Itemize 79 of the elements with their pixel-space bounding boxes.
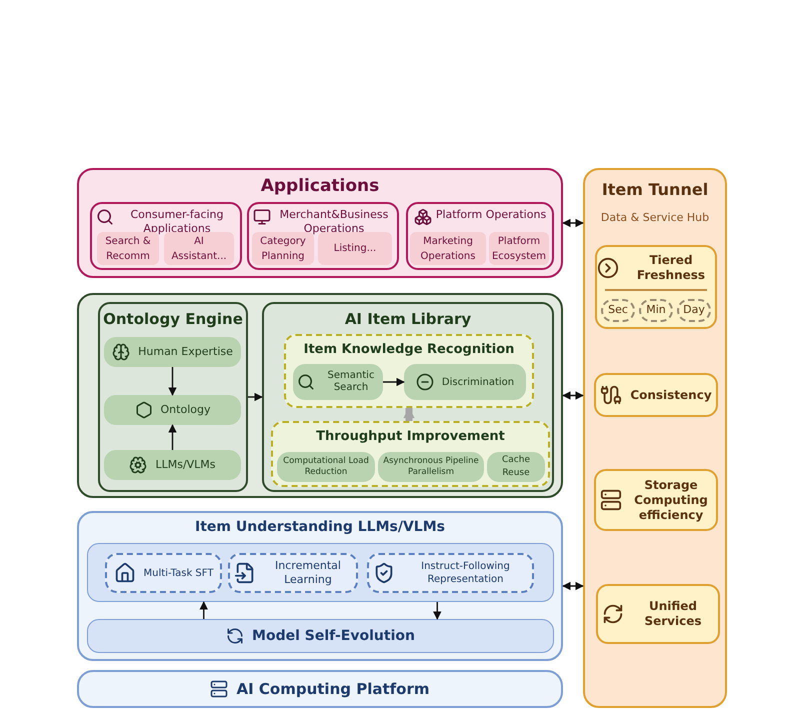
item-label: AI Assistant... <box>170 234 228 264</box>
method-label: Incremental Learning <box>274 559 342 587</box>
throughput-group <box>271 421 550 487</box>
applications-panel <box>77 168 563 278</box>
panel-title: Applications <box>260 175 380 198</box>
time-tier <box>601 299 635 322</box>
arrow <box>562 582 584 590</box>
application-group <box>90 202 242 270</box>
tier-label: Day <box>683 302 705 318</box>
method-label: Multi-Task SFT <box>144 566 214 580</box>
tunnel-feature <box>596 584 720 644</box>
step-label: Semantic Search <box>326 370 376 394</box>
bar-label: AI Computing Platform <box>236 678 430 700</box>
feature-label: Storage Computing efficiency <box>633 478 709 522</box>
training-method <box>105 553 222 593</box>
knowledge-panel <box>77 293 563 498</box>
arrow <box>403 406 415 421</box>
application-group <box>406 202 554 270</box>
feature-label: Tiered Freshness <box>636 253 706 283</box>
training-panel <box>87 543 554 602</box>
time-tier <box>639 299 673 322</box>
panel-title: Item Understanding LLMs/VLMs <box>195 518 445 537</box>
library-panel <box>262 302 554 492</box>
group-title: Platform Operations <box>436 208 546 222</box>
panel-title: AI Item Library <box>344 309 472 330</box>
panel-title: Ontology Engine <box>103 309 243 330</box>
item-label: Category Planning <box>259 234 307 264</box>
arrow <box>562 218 584 228</box>
recognition-group <box>284 334 534 408</box>
time-tier <box>677 299 711 322</box>
arrow <box>383 378 405 386</box>
item-label: Cache Reuse <box>501 454 531 480</box>
group-title: Consumer-facing Applications <box>129 208 225 236</box>
tunnel-feature <box>594 469 718 531</box>
tunnel-feature <box>594 373 718 417</box>
training-method <box>228 553 358 593</box>
arrow <box>248 392 263 402</box>
item-label: Marketing Operations <box>420 234 476 264</box>
item-label: Search & Recomm <box>104 234 152 264</box>
tunnel-panel <box>583 168 727 708</box>
tier-label: Sec <box>608 302 628 318</box>
arrow <box>200 601 208 619</box>
model-panel <box>77 511 563 661</box>
engine-item <box>104 395 241 425</box>
step-label: Discrimination <box>442 376 514 390</box>
item-label: Listing... <box>334 242 376 256</box>
recognition-step <box>293 364 383 400</box>
arrow <box>562 391 584 400</box>
feature-label: Unified Services <box>643 599 703 629</box>
tier-label: Min <box>646 302 666 318</box>
platform-bar <box>77 670 563 708</box>
group-title: Item Knowledge Recognition <box>304 341 514 359</box>
item-label: Computational Load Reduction <box>282 456 370 478</box>
engine-panel <box>98 302 248 492</box>
self-evolution-bar <box>87 619 554 653</box>
recognition-step <box>404 364 526 400</box>
bar-label: Model Self-Evolution <box>252 626 415 646</box>
item-label: LLMs/VLMs <box>155 456 216 473</box>
engine-item <box>104 450 241 480</box>
arrow <box>168 367 177 396</box>
subtitle: Data & Service Hub <box>600 210 710 226</box>
item-label: Asynchronous Pipeline Parallelism <box>382 456 480 478</box>
item-label: Platform Ecosystem <box>492 234 546 264</box>
method-label: Instruct-Following Representation <box>420 560 511 586</box>
group-title: Throughput Improvement <box>316 428 505 446</box>
training-method <box>367 553 534 593</box>
feature-label: Consistency <box>630 387 712 404</box>
item-label: Human Expertise <box>138 344 233 360</box>
application-item <box>410 232 486 265</box>
panel-title: Item Tunnel <box>602 179 708 201</box>
arrow <box>433 602 442 620</box>
item-label: Ontology <box>160 402 210 418</box>
group-title: Merchant&Business Operations <box>278 208 390 236</box>
application-group <box>247 202 399 270</box>
arrow <box>168 424 177 450</box>
engine-item <box>104 337 241 367</box>
throughput-item <box>277 452 375 482</box>
throughput-item <box>487 452 545 482</box>
tunnel-feature <box>595 245 717 329</box>
